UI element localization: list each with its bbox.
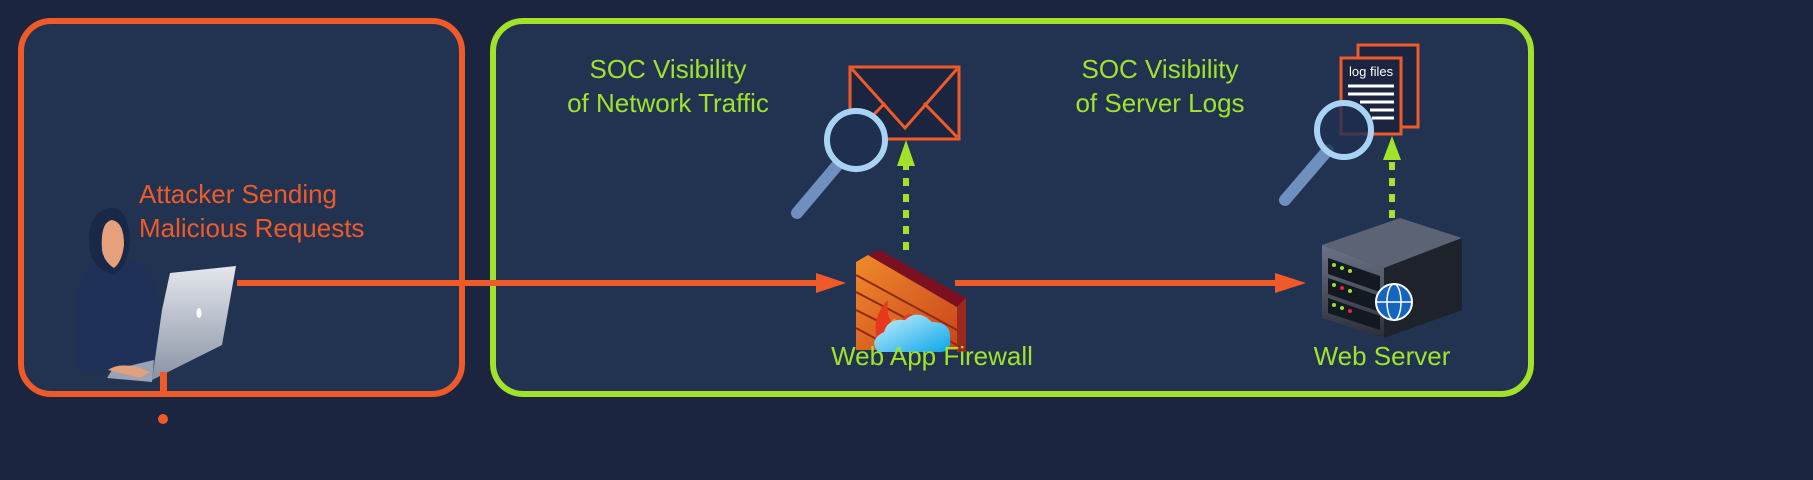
firewall-label: Web App Firewall [831, 341, 1033, 371]
network-visibility-label-line1: SOC Visibility [589, 54, 746, 84]
firewall-icon [855, 250, 966, 353]
network-visibility-arrow [897, 140, 915, 250]
network-visibility-label-line2: of Network Traffic [567, 88, 769, 118]
attacker-label-line2: Malicious Requests [139, 213, 364, 243]
request-arrow-to-server [955, 273, 1306, 293]
attacker-label-line1: Attacker Sending [139, 179, 337, 209]
server-icon [1322, 218, 1462, 338]
request-arrow-to-firewall [237, 273, 846, 293]
hacker-laptop-icon [76, 207, 236, 424]
server-visibility-label-line2: of Server Logs [1075, 88, 1244, 118]
server-visibility-label-line1: SOC Visibility [1081, 54, 1238, 84]
log-files-magnifier-icon: log files [1279, 43, 1420, 206]
server-label: Web Server [1314, 341, 1451, 371]
log-files-doc-label: log files [1349, 64, 1394, 79]
server-visibility-arrow [1383, 136, 1401, 250]
soc-zone [490, 18, 1534, 397]
envelope-magnifier-icon [791, 65, 961, 219]
